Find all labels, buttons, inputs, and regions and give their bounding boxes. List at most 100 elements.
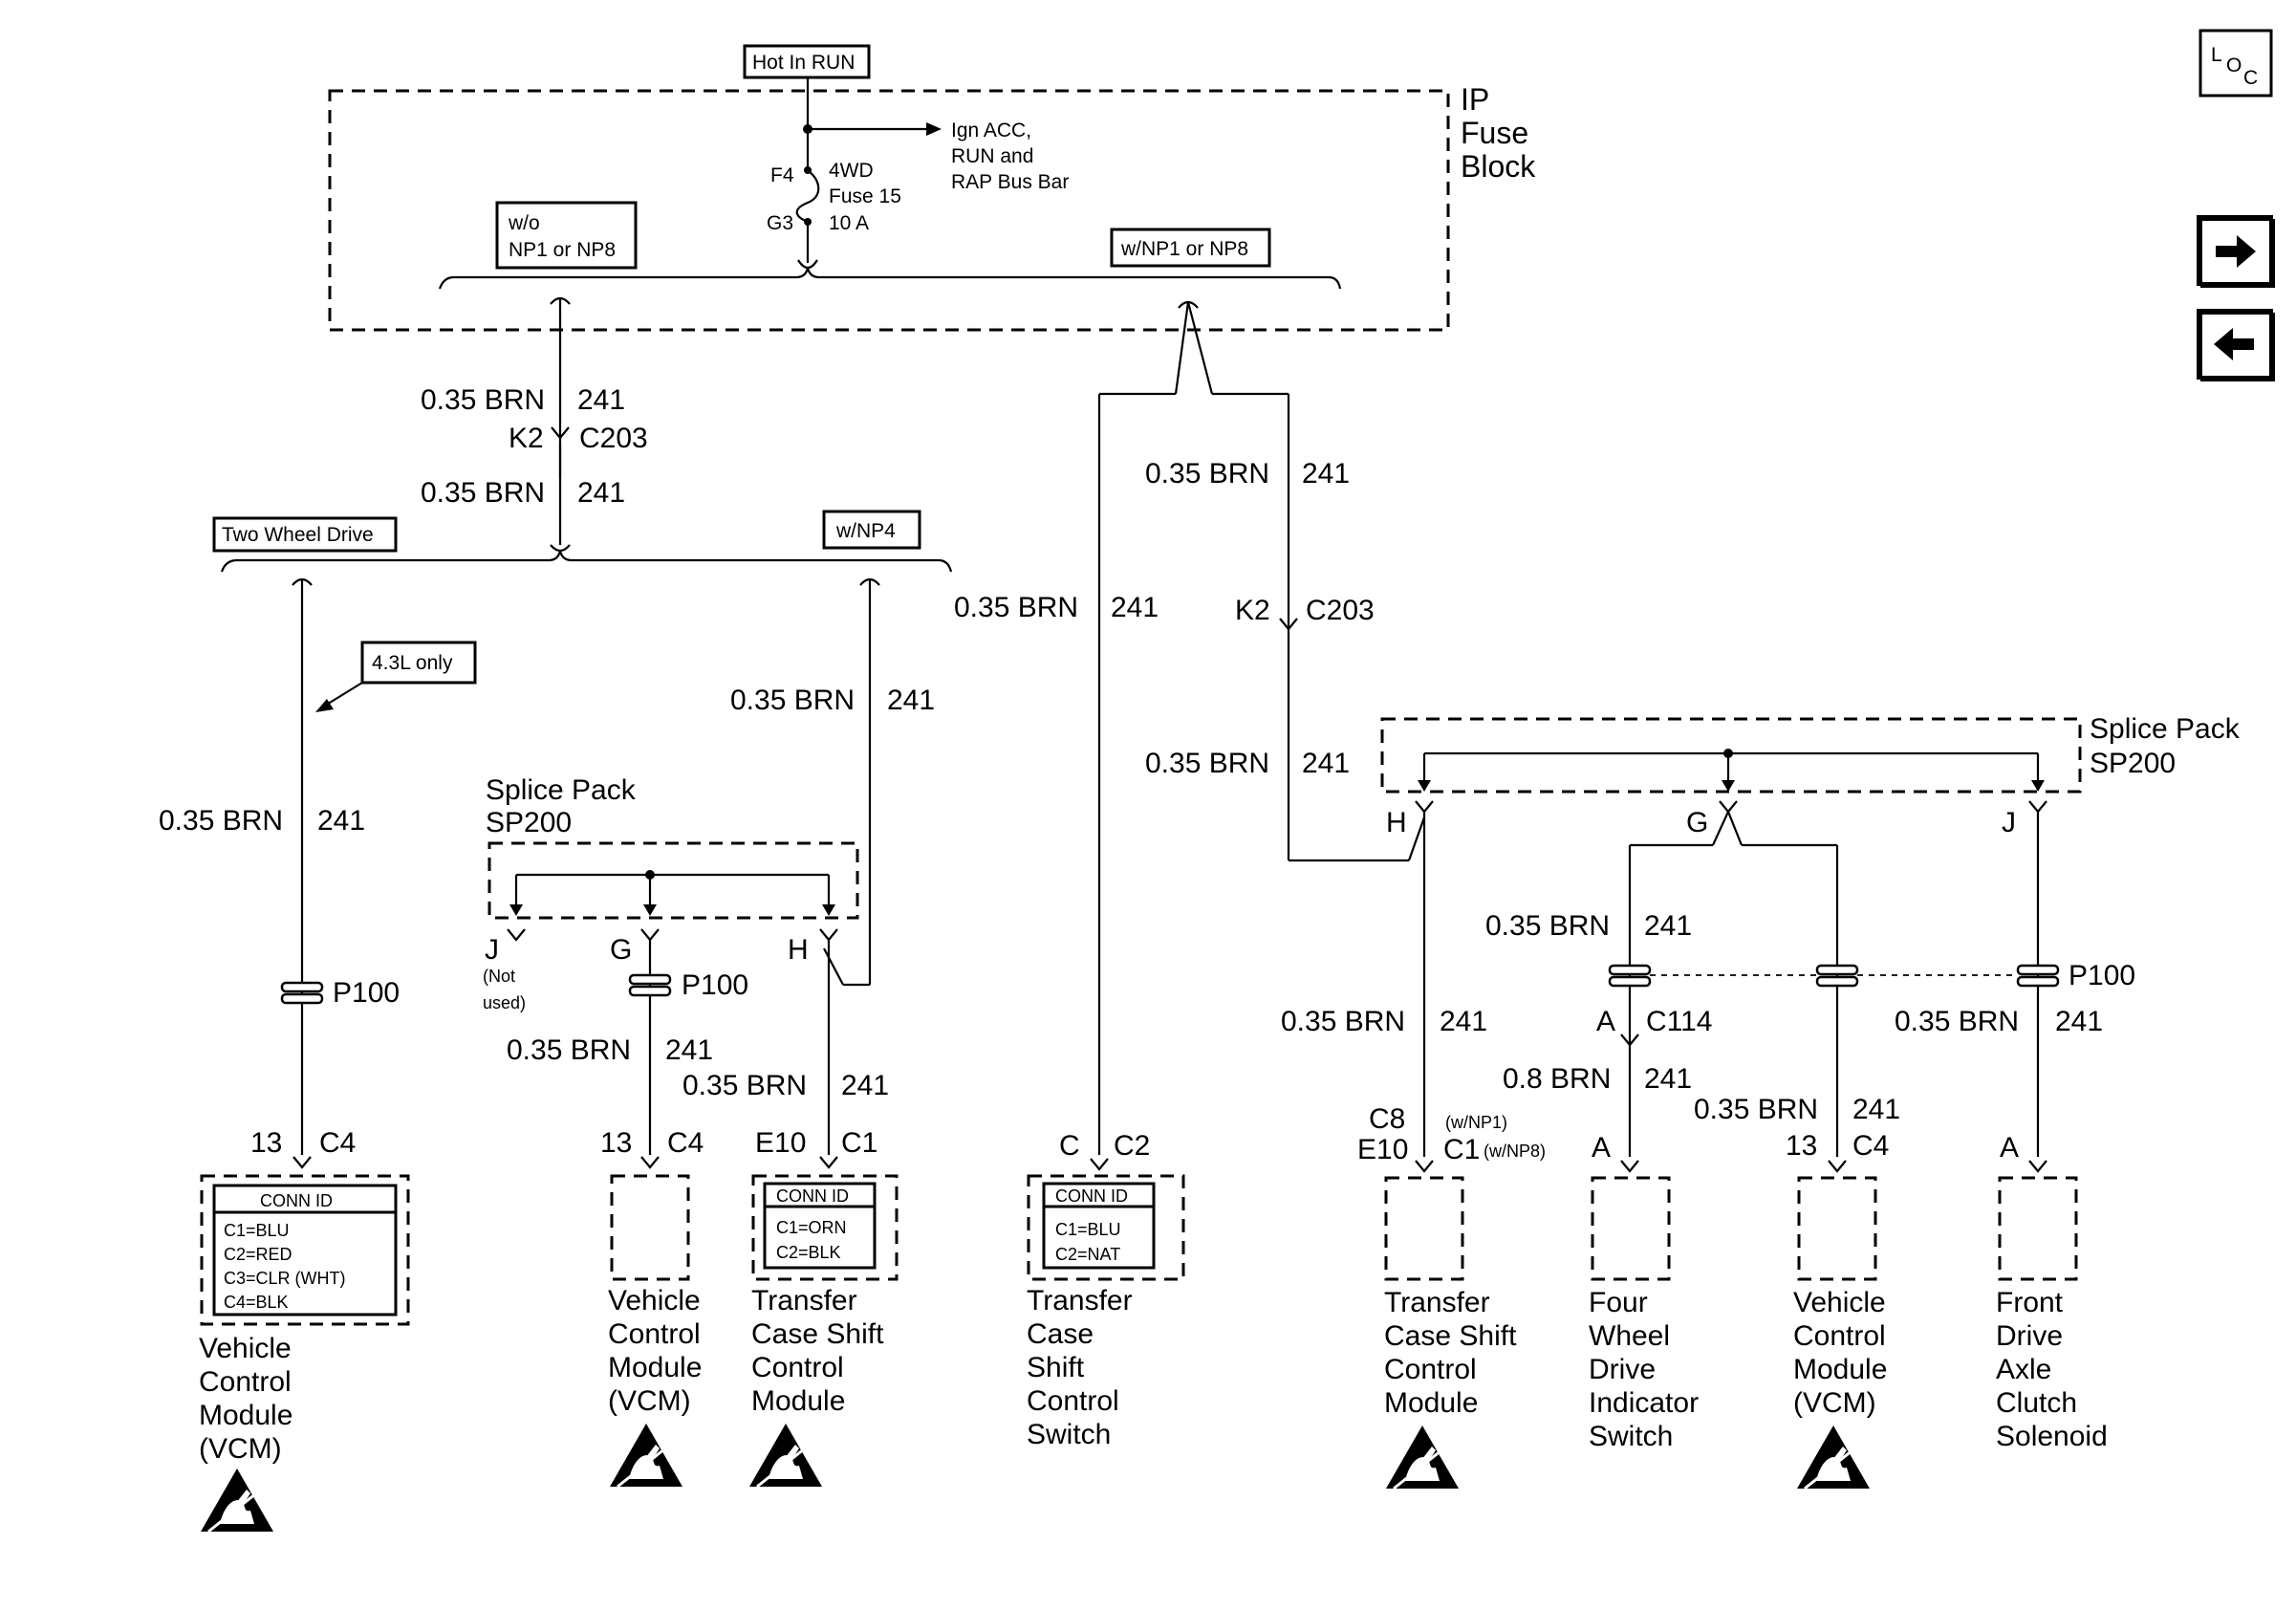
- svg-text:4WD: 4WD: [829, 160, 874, 182]
- connector-c203: C203: [579, 423, 648, 454]
- splice-pack-sp200-right-label: Splice Pack SP200: [2090, 713, 2241, 779]
- conn-id-table-tccm: CONN ID C1=ORN C2=BLK: [763, 1182, 877, 1270]
- fwd-switch-label: Four Wheel Drive Indicator Switch: [1589, 1287, 1699, 1452]
- svg-text:Vehicle: Vehicle: [199, 1333, 292, 1364]
- fuse-15-symbol: [795, 169, 820, 224]
- wire-color-label: 0.35 BRN: [421, 384, 545, 416]
- svg-text:Ign ACC,: Ign ACC,: [951, 120, 1031, 141]
- svg-text:Block: Block: [1461, 149, 1536, 184]
- svg-text:Front: Front: [1996, 1287, 2064, 1318]
- svg-text:Four: Four: [1589, 1287, 1648, 1318]
- splice-pack-sp200-right: [1380, 717, 2082, 794]
- vcm-label-left: Vehicle Control Module (VCM): [199, 1333, 292, 1465]
- svg-text:(VCM): (VCM): [1793, 1387, 1876, 1419]
- svg-text:w/o: w/o: [508, 212, 540, 234]
- option-note-np8: (w/NP8): [1484, 1142, 1546, 1161]
- svg-text:SP200: SP200: [486, 807, 572, 838]
- option-two-wheel-drive: Two Wheel Drive: [212, 516, 398, 553]
- svg-text:Module: Module: [751, 1385, 845, 1417]
- svg-text:4.3L only: 4.3L only: [372, 652, 453, 674]
- svg-text:L: L: [2211, 44, 2222, 66]
- option-w-np4: w/NP4: [822, 510, 921, 550]
- splice-p100: [1608, 964, 1652, 988]
- conn-id-table-switch: CONN ID C1=BLU C2=NAT: [1042, 1182, 1156, 1270]
- wire-color-label: 0.35 BRN: [682, 1070, 807, 1101]
- option-note-np1: (w/NP1): [1445, 1113, 1507, 1132]
- prev-page-button[interactable]: [2197, 309, 2275, 381]
- svg-text:Drive: Drive: [1996, 1320, 2063, 1352]
- wire-color-label: 0.35 BRN: [421, 477, 545, 509]
- splice-pin-h: H: [788, 934, 809, 966]
- svg-text:Fuse: Fuse: [1461, 116, 1528, 150]
- svg-text:w/NP4: w/NP4: [835, 520, 896, 542]
- splice-pack-sp200-left-label: Splice Pack SP200: [486, 774, 637, 838]
- connector-pin-a: A: [2000, 1132, 2019, 1164]
- tccm-label-right: Transfer Case Shift Control Module: [1384, 1287, 1517, 1419]
- esd-sensitive-icon: [199, 1467, 275, 1534]
- wire-color-label: 0.8 BRN: [1503, 1063, 1611, 1095]
- connector-pin-13: 13: [600, 1127, 632, 1159]
- svg-text:Transfer: Transfer: [1027, 1285, 1133, 1316]
- esd-sensitive-icon: [1795, 1424, 1872, 1490]
- esd-sensitive-icon: [1384, 1424, 1461, 1490]
- svg-text:Switch: Switch: [1027, 1419, 1111, 1450]
- svg-text:Module: Module: [608, 1352, 702, 1383]
- wire-color-label: 0.35 BRN: [1485, 910, 1610, 942]
- fuse-terminal-g3: G3: [767, 212, 793, 234]
- tccm-component-outline: [751, 1174, 899, 1281]
- connector-pin-13: 13: [250, 1127, 282, 1159]
- svg-text:Transfer: Transfer: [1384, 1287, 1490, 1318]
- ign-bus-bar-label: Ign ACC, RUN and RAP Bus Bar: [951, 120, 1069, 193]
- svg-text:CONN ID: CONN ID: [776, 1186, 849, 1206]
- svg-text:SP200: SP200: [2090, 748, 2176, 779]
- svg-text:Control: Control: [1384, 1354, 1477, 1385]
- connector-c2: C2: [1114, 1130, 1150, 1162]
- splice-p100: [280, 981, 324, 1005]
- svg-text:NP1 or NP8: NP1 or NP8: [509, 239, 616, 261]
- circuit-number: 241: [1440, 1006, 1487, 1037]
- next-page-button[interactable]: [2197, 215, 2275, 288]
- ip-fuse-block-label: IP Fuse Block: [1461, 82, 1536, 184]
- circuit-number: 241: [1111, 592, 1159, 623]
- svg-text:Shift: Shift: [1027, 1352, 1085, 1383]
- splice-pin-g: G: [610, 934, 632, 966]
- circuit-number: 241: [1302, 748, 1350, 779]
- circuit-number: 241: [577, 477, 625, 509]
- svg-text:Control: Control: [1027, 1385, 1119, 1417]
- solenoid-component-outline: [1998, 1176, 2078, 1281]
- circuit-number: 241: [1644, 1063, 1692, 1095]
- connector-pin-13: 13: [1786, 1130, 1817, 1162]
- tccm-label-left: Transfer Case Shift Control Module: [751, 1285, 884, 1417]
- connector-c1: C1: [1443, 1134, 1480, 1165]
- connector-pin-c8: C8: [1369, 1103, 1405, 1135]
- option-4-3l-only: 4.3L only: [360, 641, 477, 685]
- indicator-switch-outline: [1591, 1176, 1671, 1281]
- svg-text:IP: IP: [1461, 82, 1489, 117]
- splice-p100: [1815, 964, 1859, 988]
- splice-label-p100: P100: [333, 977, 400, 1009]
- svg-text:C1=BLU: C1=BLU: [224, 1221, 290, 1240]
- circuit-number: 241: [1852, 1094, 1900, 1125]
- splice-pin-g: G: [1686, 807, 1708, 838]
- connector-pin-k2: K2: [509, 423, 544, 454]
- svg-text:Control: Control: [1793, 1320, 1886, 1352]
- connector-pin-c: C: [1059, 1130, 1080, 1162]
- fuse-terminal-f4: F4: [770, 164, 794, 186]
- loc-icon[interactable]: L O C: [2199, 29, 2273, 98]
- svg-text:Module: Module: [1793, 1354, 1887, 1385]
- svg-text:Case Shift: Case Shift: [751, 1318, 884, 1350]
- connector-c4: C4: [319, 1127, 356, 1159]
- esd-sensitive-icon: [747, 1422, 824, 1489]
- ip-fuse-block-outline: [328, 89, 1450, 332]
- wire-color-label: 0.35 BRN: [1281, 1006, 1405, 1037]
- wire-color-label: 0.35 BRN: [730, 685, 855, 716]
- svg-text:Vehicle: Vehicle: [1793, 1287, 1886, 1318]
- connector-pin-e10: E10: [1357, 1134, 1408, 1165]
- svg-text:Splice Pack: Splice Pack: [486, 774, 637, 806]
- svg-text:Case Shift: Case Shift: [1384, 1320, 1517, 1352]
- option-w-np1-np8: w/NP1 or NP8: [1110, 228, 1271, 268]
- connector-pin-a: A: [1596, 1006, 1615, 1037]
- switch-component-outline: [1027, 1174, 1185, 1281]
- svg-text:C1=ORN: C1=ORN: [776, 1218, 847, 1237]
